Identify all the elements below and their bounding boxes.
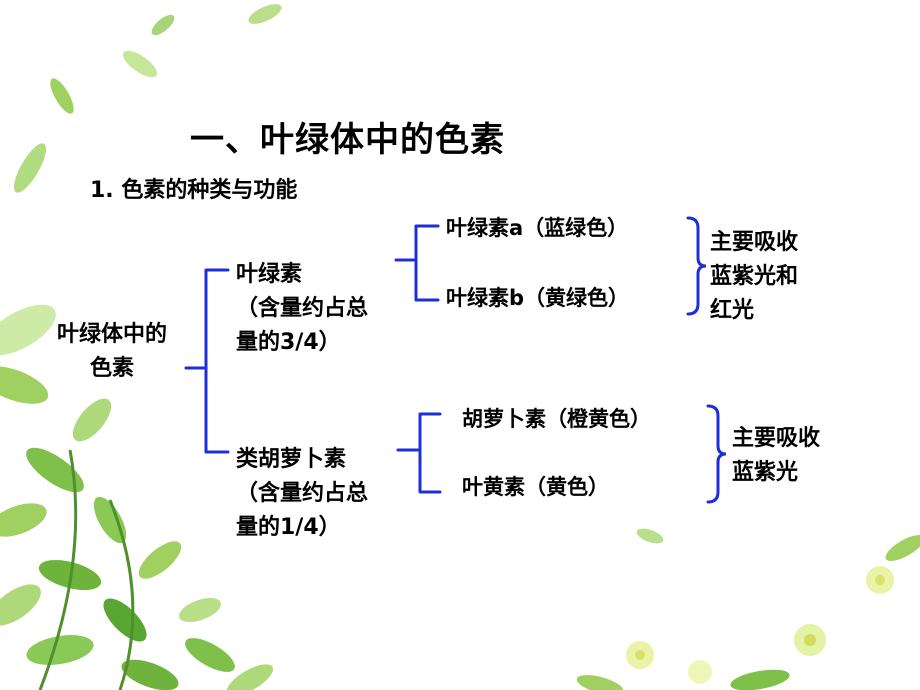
root-connector: [184, 268, 230, 454]
chlorophyll-label: 叶绿素: [236, 262, 303, 287]
carotene: 胡萝卜素（橙黄色）: [462, 407, 651, 431]
bottom-flowers: [576, 528, 920, 690]
carotenoid-content-1: （含量约占总: [236, 481, 369, 506]
carotenoid-label: 类胡萝卜素: [236, 447, 347, 472]
carotenoid-function-1: 主要吸收: [732, 426, 821, 451]
chlorophyll-function-2: 蓝紫光和: [710, 264, 799, 289]
chlorophyll-connector: [394, 224, 440, 302]
slide-title: 一、叶绿体中的色素: [190, 120, 505, 160]
carotenoid-function: 主要吸收 蓝紫光: [732, 422, 820, 490]
section-heading: 1. 色素的种类与功能: [90, 178, 298, 203]
chlorophyll-b: 叶绿素b（黄绿色）: [446, 286, 630, 310]
chlorophyll-function: 主要吸收 蓝紫光和 红光: [710, 226, 798, 328]
top-leaves: [13, 4, 282, 193]
carotenoid-function-2: 蓝紫光: [732, 460, 799, 485]
xanthophyll: 叶黄素（黄色）: [462, 475, 609, 499]
chlorophyll-function-3: 红光: [710, 298, 755, 323]
chlorophyll-a: 叶绿素a（蓝绿色）: [446, 216, 629, 240]
left-bush: [0, 304, 274, 690]
carotenoid-connector: [396, 412, 442, 494]
carotenoid-content-2: 量的1/4）: [236, 515, 341, 540]
chlorophyll-brace: [686, 216, 707, 316]
carotenoid-brace: [706, 404, 727, 504]
chlorophyll-content-1: （含量约占总: [236, 296, 369, 321]
root-line-1: 叶绿体中的: [56, 322, 167, 347]
root-line-2: 色素: [89, 356, 134, 381]
chlorophyll-function-1: 主要吸收: [710, 230, 799, 255]
carotenoid-node: 类胡萝卜素 （含量约占总 量的1/4）: [236, 443, 368, 545]
chlorophyll-content-2: 量的3/4）: [236, 330, 341, 355]
chlorophyll-node: 叶绿素 （含量约占总 量的3/4）: [236, 258, 368, 360]
root-node: 叶绿体中的 色素: [38, 318, 186, 386]
